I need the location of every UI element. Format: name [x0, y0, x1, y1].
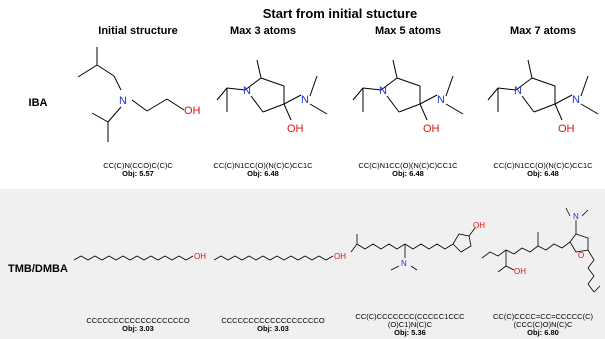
- molecule-iba-max5: N N OH: [343, 48, 473, 153]
- column-header-max3: Max 3 atoms: [229, 25, 297, 37]
- hydroxyl-atom-label: OH: [334, 252, 346, 261]
- smiles-text: CC(C)N(CCO)C(C)C: [103, 161, 173, 170]
- hydroxyl-atom-label: OH: [514, 267, 526, 276]
- caption-iba-max7: CC(C)N1CC(O)(N(C)C)CC1C Obj: 6.48: [476, 161, 605, 179]
- nitrogen-atom-label: N: [572, 94, 580, 106]
- hydroxyl-atom-label: OH: [287, 123, 304, 135]
- nitrogen-atom-label: N: [243, 85, 251, 97]
- smiles-text-continued: (CCC(C)O)N(C)C: [513, 320, 573, 330]
- hydroxyl-atom-label: OH: [184, 105, 201, 117]
- smiles-text: CC(C)CCCCCCC(CCCCC1CCC: [355, 312, 465, 321]
- row-label-tmb-dmba: TMB/DMBA: [8, 263, 68, 275]
- objective-value: Obj: 6.48: [247, 169, 279, 179]
- molecule-iba-max7: N N OH: [478, 48, 605, 153]
- row-label-iba: IBA: [28, 97, 48, 109]
- nitrogen-atom-label: N: [379, 85, 387, 97]
- nitrogen-atom-label: N: [301, 94, 309, 106]
- column-header-max7: Max 7 atoms: [509, 25, 577, 37]
- caption-iba-initial: CC(C)N(CCO)C(C)C Obj: 5.57: [71, 161, 205, 179]
- nitrogen-atom-label: N: [437, 94, 445, 106]
- hydroxyl-atom-label: OH: [473, 222, 485, 230]
- caption-tmb-initial: CCCCCCCCCCCCCCCCCCO Obj: 3.03: [71, 316, 205, 334]
- caption-iba-max5: CC(C)N1CC(O)(N(C)C)CC1C Obj: 6.48: [341, 161, 475, 179]
- molecule-tmb-max5: N OH: [345, 222, 485, 310]
- smiles-text: CC(C)N1CC(O)(N(C)C)CC1C: [213, 161, 313, 170]
- objective-value: Obj: 5.36: [394, 328, 426, 338]
- caption-tmb-max5: CC(C)CCCCCCC(CCCCC1CCC (O)C1)N(C)C Obj: …: [343, 312, 477, 338]
- nitrogen-atom-label: N: [573, 212, 579, 221]
- smiles-text: CC(C)CCCC=CC=CCCCC(C): [493, 312, 593, 321]
- molecule-iba-initial: N OH: [70, 45, 210, 155]
- nitrogen-atom-label: N: [514, 85, 522, 97]
- objective-value: Obj: 3.03: [122, 324, 154, 334]
- smiles-text-continued: (O)C1)N(C)C: [387, 320, 433, 330]
- top-row-band: [0, 0, 605, 189]
- objective-value: Obj: 6.48: [527, 169, 559, 179]
- molecule-tmb-max7: N O OH: [478, 192, 605, 310]
- objective-value: Obj: 6.48: [392, 169, 424, 179]
- nitrogen-atom-label: N: [401, 259, 407, 268]
- column-header-initial: Initial structure: [98, 25, 178, 37]
- caption-tmb-max3: CCCCCCCCCCCCCCCCCCO Obj: 3.03: [206, 316, 340, 334]
- molecule-iba-max3: N N OH: [207, 48, 337, 153]
- caption-tmb-max7: CC(C)CCCC=CC=CCCCC(C) (CCC(C)O)N(C)C Obj…: [476, 312, 605, 338]
- smiles-text: CCCCCCCCCCCCCCCCCCO: [221, 316, 325, 325]
- hydroxyl-atom-label: OH: [194, 252, 206, 261]
- column-header-max5: Max 5 atoms: [374, 25, 442, 37]
- molecule-tmb-max3: OH: [212, 248, 346, 272]
- hydroxyl-atom-label: OH: [558, 123, 575, 135]
- hydroxyl-atom-label: OH: [423, 123, 440, 135]
- smiles-text: CCCCCCCCCCCCCCCCCCO: [86, 316, 190, 325]
- objective-value: Obj: 5.57: [122, 169, 154, 179]
- molecule-tmb-initial: OH: [72, 248, 206, 272]
- caption-iba-max3: CC(C)N1CC(O)(N(C)C)CC1C Obj: 6.48: [196, 161, 330, 179]
- nitrogen-atom-label: N: [119, 95, 127, 107]
- objective-value: Obj: 6.80: [527, 328, 559, 338]
- bottom-row-band: [0, 189, 605, 339]
- objective-value: Obj: 3.03: [257, 324, 289, 334]
- figure-title: Start from initial stucture: [262, 6, 418, 21]
- oxygen-atom-label: O: [578, 251, 584, 260]
- smiles-text: CC(C)N1CC(O)(N(C)C)CC1C: [358, 161, 458, 170]
- smiles-text: CC(C)N1CC(O)(N(C)C)CC1C: [493, 161, 593, 170]
